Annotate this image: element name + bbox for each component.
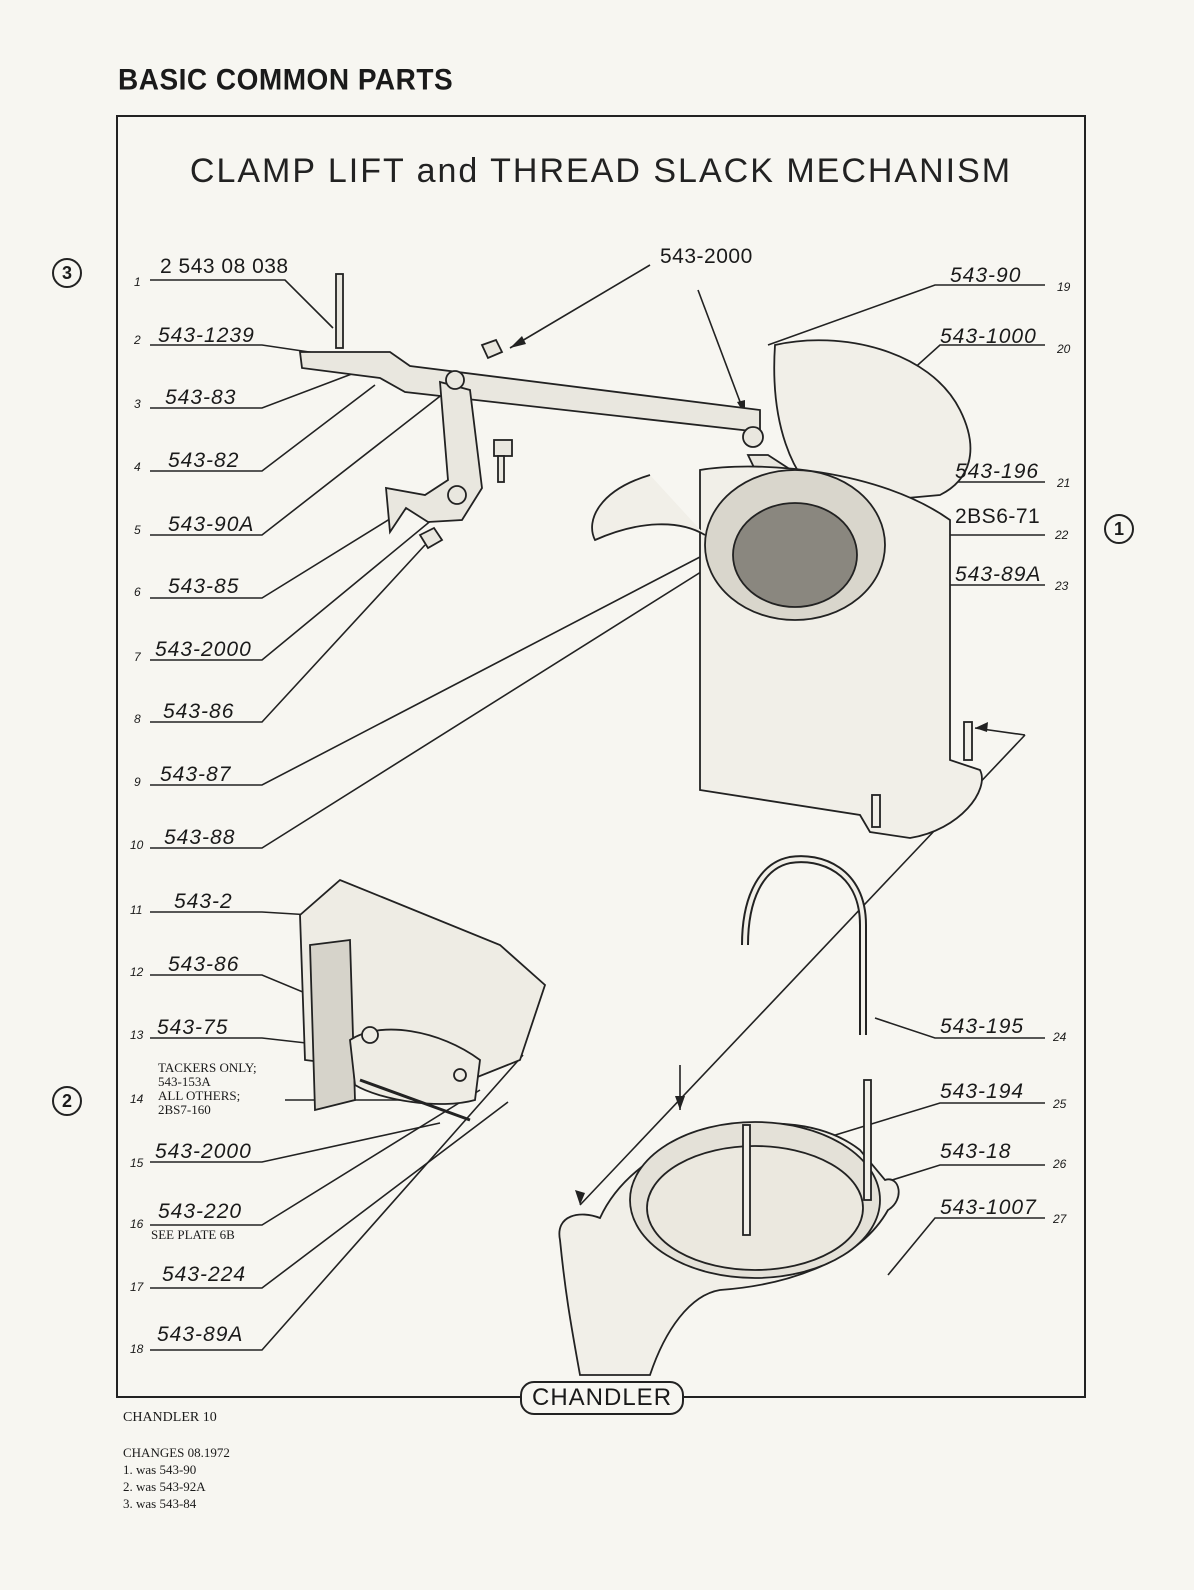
part-label-22: 2BS6-71 [955, 505, 1041, 528]
part-label-17: 543-224 [162, 1263, 247, 1286]
item16-note: SEE PLATE 6B [151, 1227, 235, 1242]
item-number: 13 [130, 1028, 144, 1042]
part-label-9: 543-87 [160, 763, 232, 786]
item-number: 15 [130, 1156, 144, 1170]
item-number: 5 [134, 523, 141, 537]
part-label-2: 543-1239 [158, 324, 255, 347]
marker-1: 1 [1104, 514, 1134, 544]
changes-title: CHANGES 08.1972 [123, 1445, 230, 1460]
item-number: 12 [130, 965, 144, 979]
item-number: 23 [1055, 579, 1069, 593]
part-label-25: 543-194 [940, 1080, 1025, 1103]
changes-line: 2. was 543-92A [123, 1479, 206, 1494]
changes-line: 1. was 543-90 [123, 1462, 197, 1477]
item-number: 27 [1053, 1212, 1067, 1226]
item-number: 10 [130, 838, 144, 852]
item-number: 11 [130, 903, 143, 917]
part-label-10: 543-88 [164, 826, 236, 849]
item-number: 17 [130, 1280, 144, 1294]
part-label-8: 543-86 [163, 700, 235, 723]
item14-note-line: 2BS7-160 [158, 1102, 211, 1117]
item-number: 18 [130, 1342, 144, 1356]
part-label-4: 543-82 [168, 449, 240, 472]
item-number: 9 [134, 775, 141, 789]
item-number: 20 [1057, 342, 1071, 356]
item-number: 22 [1055, 528, 1069, 542]
item-number: 1 [134, 275, 141, 289]
part-label-24: 543-195 [940, 1015, 1025, 1038]
part-label-26: 543-18 [940, 1140, 1012, 1163]
page-heading: BASIC COMMON PARTS [118, 63, 454, 96]
marker-2: 2 [52, 1086, 82, 1116]
item-number: 7 [134, 650, 141, 664]
item-number: 2 [134, 333, 141, 347]
item14-note-line: ALL OTHERS; [158, 1088, 241, 1103]
footer-label: CHANDLER 10 [123, 1410, 217, 1425]
part-label-16: 543-220 [158, 1200, 243, 1223]
item-number: 6 [134, 585, 141, 599]
part-label-27: 543-1007 [940, 1196, 1037, 1219]
part-label-15: 543-2000 [155, 1140, 252, 1163]
part-label-3: 543-83 [165, 386, 237, 409]
item-number: 21 [1057, 476, 1071, 490]
changes-block: CHANGES 08.1972 1. was 543-90 2. was 543… [123, 1444, 230, 1512]
part-label-21: 543-196 [955, 460, 1040, 483]
chandler-logo: CHANDLER [520, 1381, 685, 1415]
item-number: 4 [134, 460, 141, 474]
part-label-20: 543-1000 [940, 325, 1037, 348]
callout-543-2000: 543-2000 [660, 245, 753, 268]
part-label-11: 543-2 [174, 890, 233, 913]
item14-note: TACKERS ONLY; 543-153A ALL OTHERS; 2BS7-… [158, 1061, 257, 1117]
item-number: 19 [1057, 280, 1071, 294]
item14-note-line: TACKERS ONLY; [158, 1060, 257, 1075]
item-number: 25 [1053, 1097, 1067, 1111]
diagram-title: CLAMP LIFT and THREAD SLACK MECHANISM [189, 152, 1013, 190]
part-label-12: 543-86 [168, 953, 240, 976]
item-number: 14 [130, 1092, 144, 1106]
item-number: 24 [1053, 1030, 1067, 1044]
part-label-13: 543-75 [157, 1016, 229, 1039]
marker-3: 3 [52, 258, 82, 288]
item-number: 8 [134, 712, 141, 726]
item-number: 3 [134, 397, 141, 411]
item-number: 26 [1053, 1157, 1067, 1171]
item-number: 16 [130, 1217, 144, 1231]
part-label-5: 543-90A [168, 513, 255, 536]
part-label-23: 543-89A [955, 563, 1042, 586]
part-label-19: 543-90 [950, 264, 1022, 287]
part-label-7: 543-2000 [155, 638, 252, 661]
part-label-1: 2 543 08 038 [160, 255, 289, 278]
part-label-6: 543-85 [168, 575, 240, 598]
part-label-18: 543-89A [157, 1323, 244, 1346]
item14-note-line: 543-153A [158, 1074, 211, 1089]
changes-line: 3. was 543-84 [123, 1496, 197, 1511]
